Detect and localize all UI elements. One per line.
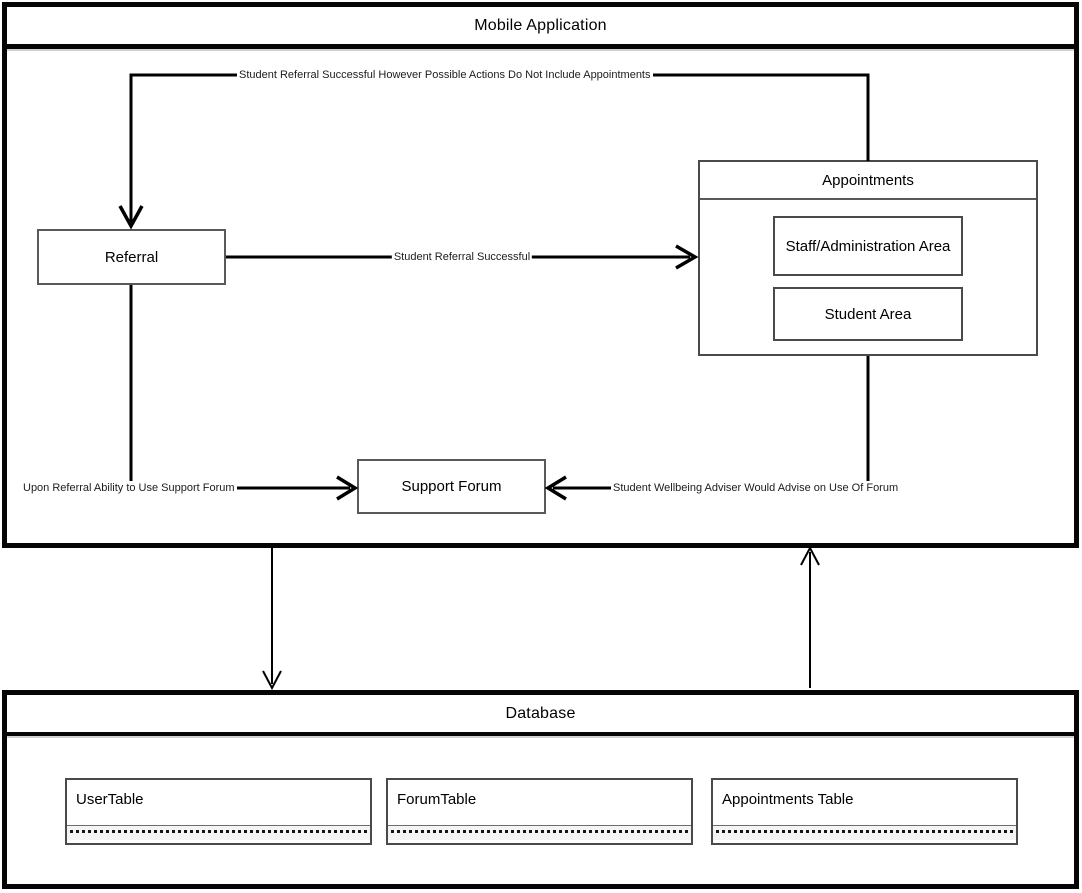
staff-administration-area-label: Staff/Administration Area [785,237,951,255]
upon-referral-edge-label: Upon Referral Ability to Use Support For… [21,481,237,495]
appointments-header: Appointments [700,162,1036,200]
user-table-row [67,825,370,840]
appointments-table-name: Appointments Table [722,791,854,808]
forum-table-row [388,825,691,840]
student-area-label: Student Area [824,305,912,323]
forum-table-shape: ForumTable [386,778,693,845]
user-table-shape: UserTable [65,778,372,845]
database-title-bar: Database [7,695,1074,736]
support-forum-node: Support Forum [357,459,546,514]
user-table-name: UserTable [76,791,144,808]
dashed-row-line [716,830,1013,833]
student-area-node: Student Area [773,287,963,341]
dashed-row-line [70,830,367,833]
referral-success-edge-label: Student Referral Successful [391,250,533,264]
wellbeing-adviser-edge-label: Student Wellbeing Adviser Would Advise o… [611,481,901,495]
database-title: Database [505,704,576,722]
referral-label: Referral [104,248,159,266]
staff-administration-area-node: Staff/Administration Area [773,216,963,276]
database-to-mobileapp-arrowhead-up-icon [800,545,820,566]
support-forum-label: Support Forum [401,478,502,495]
mobileapp-to-database-arrowhead-down-icon [262,670,282,691]
appointments-table-shape: Appointments Table [711,778,1018,845]
dashed-row-line [391,830,688,833]
mobile-application-title-bar: Mobile Application [7,7,1074,49]
referral-node: Referral [37,229,226,285]
forum-table-name: ForumTable [397,791,477,808]
appointments-label: Appointments [822,171,914,189]
mobile-application-title: Mobile Application [474,16,607,34]
appointments-table-row [713,825,1016,840]
loop-edge-label: Student Referral Successful However Poss… [237,68,653,82]
